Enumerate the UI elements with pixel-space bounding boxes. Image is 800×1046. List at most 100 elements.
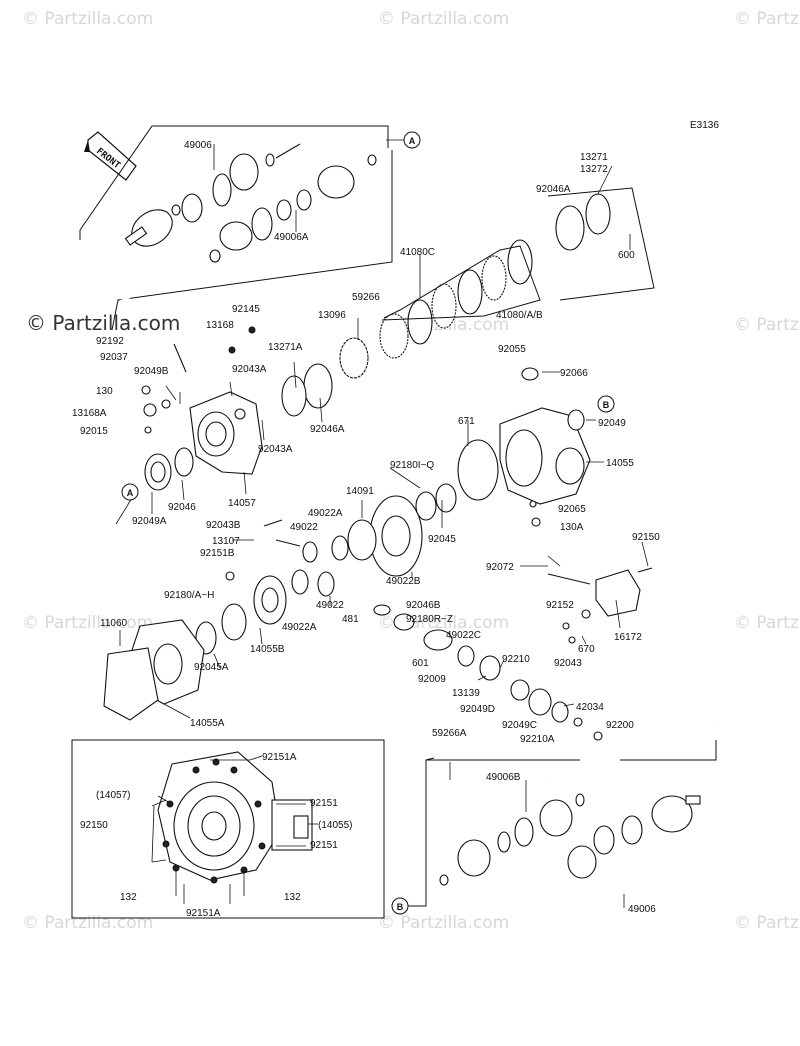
part-label: 49022C — [446, 630, 481, 641]
callout-a-top: A — [403, 131, 421, 149]
watermark: © Partzilla.com — [378, 9, 509, 29]
part-label: 92046A — [310, 424, 345, 435]
part-label: 92015 — [80, 426, 108, 437]
part-label: 92055 — [498, 344, 526, 355]
rear-shaft-group — [408, 724, 719, 907]
part-label: 92151B — [200, 548, 235, 559]
part-label: 49006 — [628, 904, 656, 915]
part-label: 92049C — [502, 720, 537, 731]
inset-torque-diagram — [71, 739, 385, 919]
part-label: 92150 — [632, 532, 660, 543]
watermark: © Partzilla.com — [22, 613, 153, 633]
part-label: 92210A — [520, 734, 555, 745]
part-label: 92043A — [258, 444, 293, 455]
part-label: 13272 — [580, 164, 608, 175]
part-label: 92145 — [232, 304, 260, 315]
part-label: 13271 — [580, 152, 608, 163]
watermark-strong: © Partzilla.com — [26, 311, 180, 335]
part-label: 49006B — [486, 772, 521, 783]
part-label: 92045A — [194, 662, 229, 673]
pinion-parts — [373, 567, 653, 741]
part-label: 59266 — [352, 292, 380, 303]
part-label: 14055A — [190, 718, 225, 729]
part-label: 14055B — [250, 644, 285, 655]
part-label: 92043 — [554, 658, 582, 669]
part-label: 92046A — [536, 184, 571, 195]
part-label: 92009 — [418, 674, 446, 685]
part-label: 49022A — [308, 508, 343, 519]
part-label: 601 — [412, 658, 429, 669]
part-label: 132 — [120, 892, 137, 903]
part-label: 92049D — [460, 704, 495, 715]
part-label: 92180I~Q — [390, 460, 434, 471]
svg-text:A: A — [127, 488, 134, 498]
part-label: 92180/A~H — [164, 590, 214, 601]
part-label: 49022 — [290, 522, 318, 533]
svg-text:B: B — [397, 902, 404, 912]
part-label: 11060 — [100, 618, 128, 629]
part-label: 92192 — [96, 336, 124, 347]
part-label: 13168A — [72, 408, 107, 419]
part-label: 92150 — [80, 820, 108, 831]
diagram-code: E3136 — [690, 120, 719, 131]
watermark: © Partzilla.com — [22, 913, 153, 933]
callout-b-right: B — [597, 395, 615, 413]
part-label: 41080C — [400, 247, 435, 258]
front-shaft-group — [79, 125, 405, 331]
part-label: 132 — [284, 892, 301, 903]
part-label: 92037 — [100, 352, 128, 363]
part-label: 49022B — [386, 576, 421, 587]
part-label: 92049A — [132, 516, 167, 527]
part-label: 92151 — [310, 798, 338, 809]
part-labels: 49006 49006A 59266 92192 92037 92145 131… — [72, 140, 660, 919]
part-label: 49006A — [274, 232, 309, 243]
part-label: 92046B — [406, 600, 441, 611]
part-label: (14057) — [96, 790, 130, 801]
part-label: 92151 — [310, 840, 338, 851]
part-label: 14091 — [346, 486, 374, 497]
part-label: 481 — [342, 614, 359, 625]
rear-case-14055 — [457, 367, 591, 527]
clutch-housing-parts — [281, 187, 655, 417]
part-label: 671 — [458, 416, 475, 427]
part-label: 49006 — [184, 140, 212, 151]
part-label: 600 — [618, 250, 635, 261]
watermark: © Partzilla.com — [734, 315, 800, 335]
part-label: 92151A — [186, 908, 221, 919]
svg-text:B: B — [603, 400, 610, 410]
part-label: 92180R~Z — [406, 614, 453, 625]
part-label: 92049B — [134, 366, 169, 377]
output-housing-left — [103, 569, 335, 721]
front-case-14057 — [141, 326, 263, 491]
part-label: 92200 — [606, 720, 634, 731]
part-label: 670 — [578, 644, 595, 655]
part-label: 92043B — [206, 520, 241, 531]
part-label: 92043A — [232, 364, 267, 375]
leader-lines — [115, 144, 649, 908]
part-label: 13107 — [212, 536, 240, 547]
part-label: 16172 — [614, 632, 642, 643]
part-label: 92049 — [598, 418, 626, 429]
part-label: 49022 — [316, 600, 344, 611]
callout-a-left: A — [121, 483, 139, 501]
part-label: 14055 — [606, 458, 634, 469]
part-label: 13271A — [268, 342, 303, 353]
part-label: 59266A — [432, 728, 467, 739]
part-label: 13168 — [206, 320, 234, 331]
part-label: 130 — [96, 386, 113, 397]
part-label: 92045 — [428, 534, 456, 545]
clutch-plates — [379, 239, 541, 359]
part-label: (14055) — [318, 820, 352, 831]
part-label: 13139 — [452, 688, 480, 699]
watermark: © Partzilla.com — [734, 613, 800, 633]
callout-b-bottom: B — [391, 897, 409, 915]
part-label: 92065 — [558, 504, 586, 515]
part-label: 13096 — [318, 310, 346, 321]
watermark: © Partzilla.com — [734, 913, 800, 933]
part-label: 92210 — [502, 654, 530, 665]
part-label: 92151A — [262, 752, 297, 763]
svg-text:A: A — [409, 136, 416, 146]
differential-gears — [263, 483, 457, 577]
part-label: 92046 — [168, 502, 196, 513]
